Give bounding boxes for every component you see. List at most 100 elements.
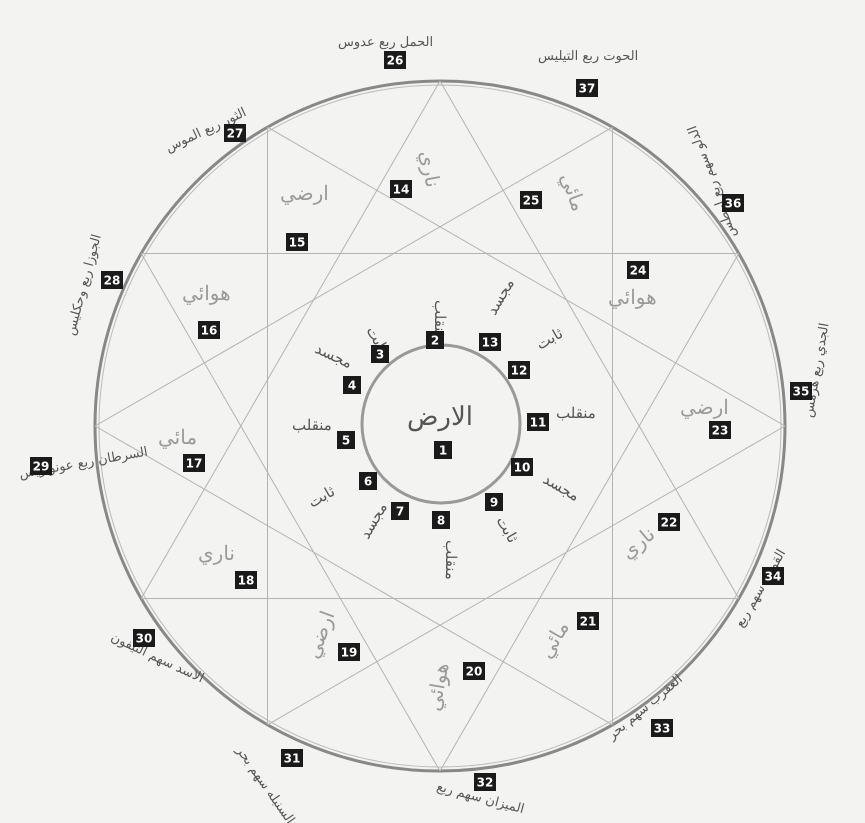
label-number: 36 [725, 197, 742, 211]
label-number: 7 [396, 505, 404, 519]
star-line [140, 253, 441, 772]
label-number: 32 [477, 776, 494, 790]
star-word-18: ناري [198, 541, 235, 565]
label-number: 35 [793, 385, 810, 399]
label-number: 28 [104, 274, 121, 288]
label-17: 17 [183, 454, 205, 472]
star-line [267, 126, 786, 427]
label-32: 32 [474, 773, 496, 791]
label-number: 4 [348, 379, 356, 393]
label-number: 30 [136, 632, 153, 646]
label-number: 24 [630, 264, 647, 278]
label-number: 22 [661, 516, 678, 530]
label-number: 25 [523, 194, 540, 208]
label-15: 15 [286, 233, 308, 251]
star-word-15: ارضي [280, 181, 329, 205]
label-number: 20 [466, 665, 483, 679]
label-number: 6 [364, 475, 372, 489]
label-23: 23 [709, 421, 731, 439]
label-number: 34 [765, 570, 782, 584]
inner-word-11: منقلب [556, 404, 596, 422]
label-9: 9 [485, 493, 503, 511]
label-19: 19 [338, 643, 360, 661]
label-number: 2 [431, 334, 439, 348]
label-number: 5 [342, 434, 350, 448]
label-31: 31 [281, 749, 303, 767]
label-number: 9 [490, 496, 498, 510]
inner-word-10: مجسد [540, 470, 583, 505]
inner-word-5: منقلب [292, 416, 332, 434]
label-25: 25 [520, 191, 542, 209]
label-number: 11 [530, 416, 547, 430]
label-number: 27 [227, 127, 244, 141]
label-number: 18 [238, 574, 255, 588]
star-word-22: ناري [616, 522, 660, 564]
number-labels: 1234567891011121314151617181920212223242… [30, 51, 812, 791]
label-number: 21 [580, 615, 597, 629]
star-word-23: ارضي [680, 395, 729, 419]
star-line [267, 425, 786, 726]
outer-word-28: الجوزا ربع وحكليس [63, 233, 104, 337]
label-number: 10 [514, 461, 531, 475]
label-26: 26 [384, 51, 406, 69]
star-word-25: مائي [555, 170, 591, 215]
label-number: 13 [482, 336, 499, 350]
label-number: 33 [654, 722, 671, 736]
label-number: 23 [712, 424, 729, 438]
label-20: 20 [463, 662, 485, 680]
inner-word-8: منقلب [442, 540, 460, 580]
star-word-24: هوائي [608, 285, 657, 309]
outer-word-37: الحوت ربع التيليس [538, 49, 638, 64]
label-number: 29 [33, 460, 50, 474]
label-29: 29 [30, 457, 52, 475]
label-10: 10 [511, 458, 533, 476]
label-22: 22 [658, 513, 680, 531]
label-number: 1 [439, 444, 447, 458]
label-27: 27 [224, 124, 246, 142]
label-number: 31 [284, 752, 301, 766]
label-11: 11 [527, 413, 549, 431]
label-number: 19 [341, 646, 358, 660]
label-number: 14 [393, 183, 410, 197]
inner-word-7: مجسد [356, 499, 391, 542]
star-line [439, 80, 740, 599]
inner-word-12: ثابت [533, 324, 566, 353]
label-14: 14 [390, 180, 412, 198]
inner-word-2: منقلب [431, 300, 449, 340]
label-35: 35 [790, 382, 812, 400]
inner-word-9: ثابت [493, 513, 522, 546]
label-13: 13 [479, 333, 501, 351]
inner-word-6: ثابت [305, 482, 338, 511]
star-word-14: ناري [415, 149, 445, 190]
label-6: 6 [359, 472, 377, 490]
label-number: 16 [201, 324, 218, 338]
star-word-19: ارضي [300, 608, 339, 662]
label-1: 1 [434, 441, 452, 459]
star-word-20: هوائي [421, 661, 453, 713]
star-line [94, 425, 613, 726]
label-28: 28 [101, 271, 123, 289]
label-8: 8 [432, 511, 450, 529]
outer-word-26: الحمل ربع عدوس [338, 35, 433, 50]
label-number: 12 [511, 364, 528, 378]
center-word: الارض [407, 402, 473, 432]
label-2: 2 [426, 331, 444, 349]
label-3: 3 [371, 345, 389, 363]
outer-word-33: العقرب سهم بحر [604, 672, 686, 744]
star-line [140, 80, 441, 599]
outer-word-36: الدلو سهم ربع ابيطس [685, 124, 740, 240]
inner-word-13: مجسد [483, 275, 518, 318]
label-number: 3 [376, 348, 384, 362]
outer-word-30: الاسد سهم التيفون [108, 630, 206, 686]
label-number: 37 [579, 82, 596, 96]
label-24: 24 [627, 261, 649, 279]
inner-word-4: مجسد [312, 339, 355, 372]
label-18: 18 [235, 571, 257, 589]
label-number: 26 [387, 54, 404, 68]
label-30: 30 [133, 629, 155, 647]
outer-word-35: الجدي ربع هرمس [801, 322, 832, 419]
label-16: 16 [198, 321, 220, 339]
label-12: 12 [508, 361, 530, 379]
